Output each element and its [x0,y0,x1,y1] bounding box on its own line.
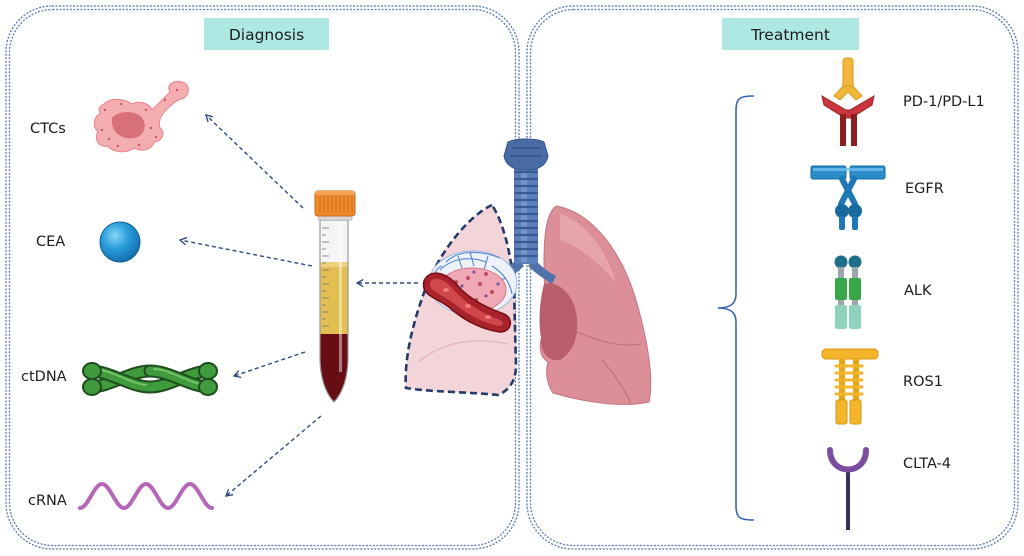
alk-head-left [834,255,848,269]
label-cea: CEA [36,234,65,250]
alk-head-right [848,255,862,269]
pd1-stem-right [851,114,857,146]
larynx-detail [510,147,542,157]
ctc-granules [100,88,179,148]
crna-wave-icon [78,481,214,511]
diagnosis-header-box [204,18,329,50]
lungs-with-tumor-icon [404,138,652,405]
tube-graduations [322,227,329,327]
ros1-base-left [835,399,848,425]
pd1-stem-left [840,114,846,146]
treatment-header: Treatment [722,18,859,50]
alk-receptor-icon [834,255,862,329]
ctla4-receptor-icon [827,447,869,530]
egfr-crossing-stems [838,176,858,207]
right-lung-hilum [539,283,578,361]
cea-sphere [99,221,141,263]
ros1-rungs [834,364,864,396]
tube-contents [320,222,348,402]
egfr-kinase-left [835,204,849,218]
egfr-tail-right [852,216,858,230]
right-bronchus [528,258,556,284]
label-egfr: EGFR [905,181,944,197]
ctdna-helix-icon [82,362,218,396]
label-ctcs: CTCs [30,121,66,137]
ctc-cell-icon [93,80,189,153]
ctdna-end-lobe [82,362,102,380]
alk-link-upper-right [852,267,858,279]
alk-mint-right [849,305,861,329]
left-lung-fissure [417,340,509,363]
pd1-arms [821,94,875,119]
ctc-nucleus [111,112,145,139]
tumor-cells [446,272,494,302]
ctdna-end-lobe [198,362,218,380]
ctdna-end-lobe [198,378,218,396]
crna-strand [78,481,214,511]
right-lung-fissures [571,329,642,405]
alk-mint-left [835,305,847,329]
trachea [494,138,556,284]
tumor-icon [422,250,518,333]
egfr-kinase-right [848,204,862,218]
tube-outline [319,219,349,403]
pdl1-stem [842,57,854,89]
pd1-pdl1-receptor-icon [821,57,875,146]
pdl1-fork [833,85,863,101]
label-clta4: CLTA-4 [903,456,951,472]
ctc-cell-body [93,80,189,153]
treatment-header-box [722,18,859,50]
diagnosis-header: Diagnosis [204,18,329,50]
right-lung-highlight [560,214,616,282]
tube-cap-top [315,191,355,195]
ros1-top-bar [821,348,879,360]
ros1-base-right [849,399,862,425]
alk-link-upper-left [838,267,844,279]
red-blood-cells [443,288,491,319]
arrow-to-ctcs [205,114,304,209]
tube-cap-ridges [319,194,353,213]
treatment-title: Treatment [750,26,830,44]
ctdna-end-lobe [82,378,102,396]
alk-link-lower-right [852,300,858,305]
treatment-panel-border-inner [529,8,1016,547]
diagnosis-title: Diagnosis [229,26,304,44]
label-alk: ALK [904,283,932,299]
treatment-panel-border-outer [526,5,1019,550]
arrow-to-ctdna [232,351,306,379]
treatment-panel [526,5,1019,550]
tube-highlight [339,222,342,372]
label-pd1-pdl1: PD-1/PD-L1 [903,94,985,110]
diagnosis-panel-border-outer [5,5,520,550]
label-ros1: ROS1 [903,374,943,390]
arrow-to-crna [224,415,322,497]
trachea-rings [514,170,538,258]
sample-flow-arrows [178,114,418,497]
egfr-receptor-icon [810,165,886,230]
treatment-bracket [717,95,755,521]
alk-link-lower-left [838,300,844,305]
arrow-to-cea [178,237,313,267]
tube-plasma [320,262,348,336]
blood-collection-tube-icon [314,190,356,403]
egfr-highlight [813,168,883,171]
tube-plasma-top [320,262,348,267]
right-lung [539,205,652,405]
cea-sphere-icon [99,221,141,263]
ctdna-strand-a [85,366,215,392]
alk-green-right [849,278,861,300]
ros1-receptor-icon [821,348,879,425]
label-crna: cRNA [28,493,67,509]
larynx [503,138,549,171]
label-ctdna: ctDNA [21,369,67,385]
egfr-tail-left [839,216,845,230]
ctla4-cup [827,447,869,473]
alk-green-left [835,278,847,300]
